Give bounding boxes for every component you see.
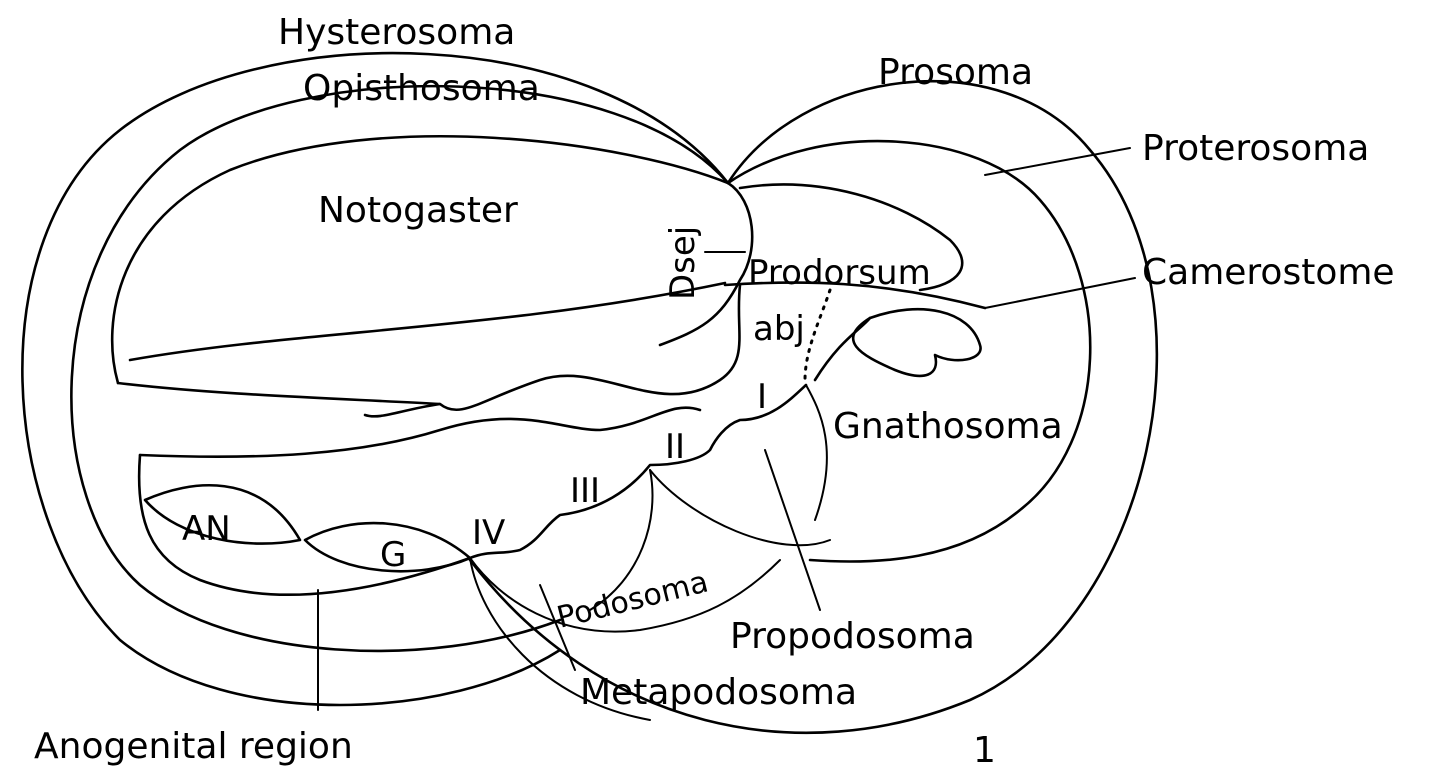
gnathosoma-outline	[365, 285, 740, 416]
label-an: AN	[182, 509, 231, 549]
label-podosoma: Podosoma	[553, 564, 711, 635]
proterosoma-leader	[985, 148, 1130, 175]
label-leg-iv: IV	[472, 513, 505, 553]
label-leg-ii: II	[665, 427, 685, 467]
label-dsej: Dsej	[663, 226, 703, 300]
leg-i-curve	[806, 385, 827, 520]
notogaster-outline	[112, 136, 728, 383]
label-camerostome: Camerostome	[1142, 252, 1395, 293]
camerostome-leader	[985, 278, 1135, 308]
label-notogaster: Notogaster	[318, 190, 518, 231]
label-leg-iii: III	[570, 471, 600, 511]
label-gnathosoma: Gnathosoma	[833, 406, 1063, 447]
notogaster-diagonal	[130, 283, 725, 360]
label-hysterosoma: Hysterosoma	[278, 12, 515, 53]
camerostome-outline	[853, 309, 980, 376]
leg-margin-outline	[470, 385, 806, 558]
label-abj: abj	[753, 309, 805, 349]
figure-number: 1	[973, 730, 996, 769]
label-anogenital-region: Anogenital region	[34, 726, 353, 767]
propodosoma-leader	[765, 450, 820, 610]
label-g: G	[380, 535, 406, 575]
label-propodosoma: Propodosoma	[730, 616, 975, 657]
abjugal-dotted-line	[805, 290, 830, 380]
label-metapodosoma: Metapodosoma	[580, 672, 857, 713]
label-proterosoma: Proterosoma	[1142, 128, 1369, 169]
ventral-upper-line	[140, 408, 700, 457]
label-opisthosoma: Opisthosoma	[303, 68, 540, 109]
leg-ii-curve	[650, 470, 830, 545]
notogaster-lower-line	[118, 383, 440, 404]
gnathosoma-mouth-line	[815, 318, 870, 380]
label-leg-i: I	[757, 377, 767, 417]
label-prosoma: Prosoma	[878, 52, 1033, 93]
label-prodorsum: Prodorsum	[748, 253, 931, 293]
